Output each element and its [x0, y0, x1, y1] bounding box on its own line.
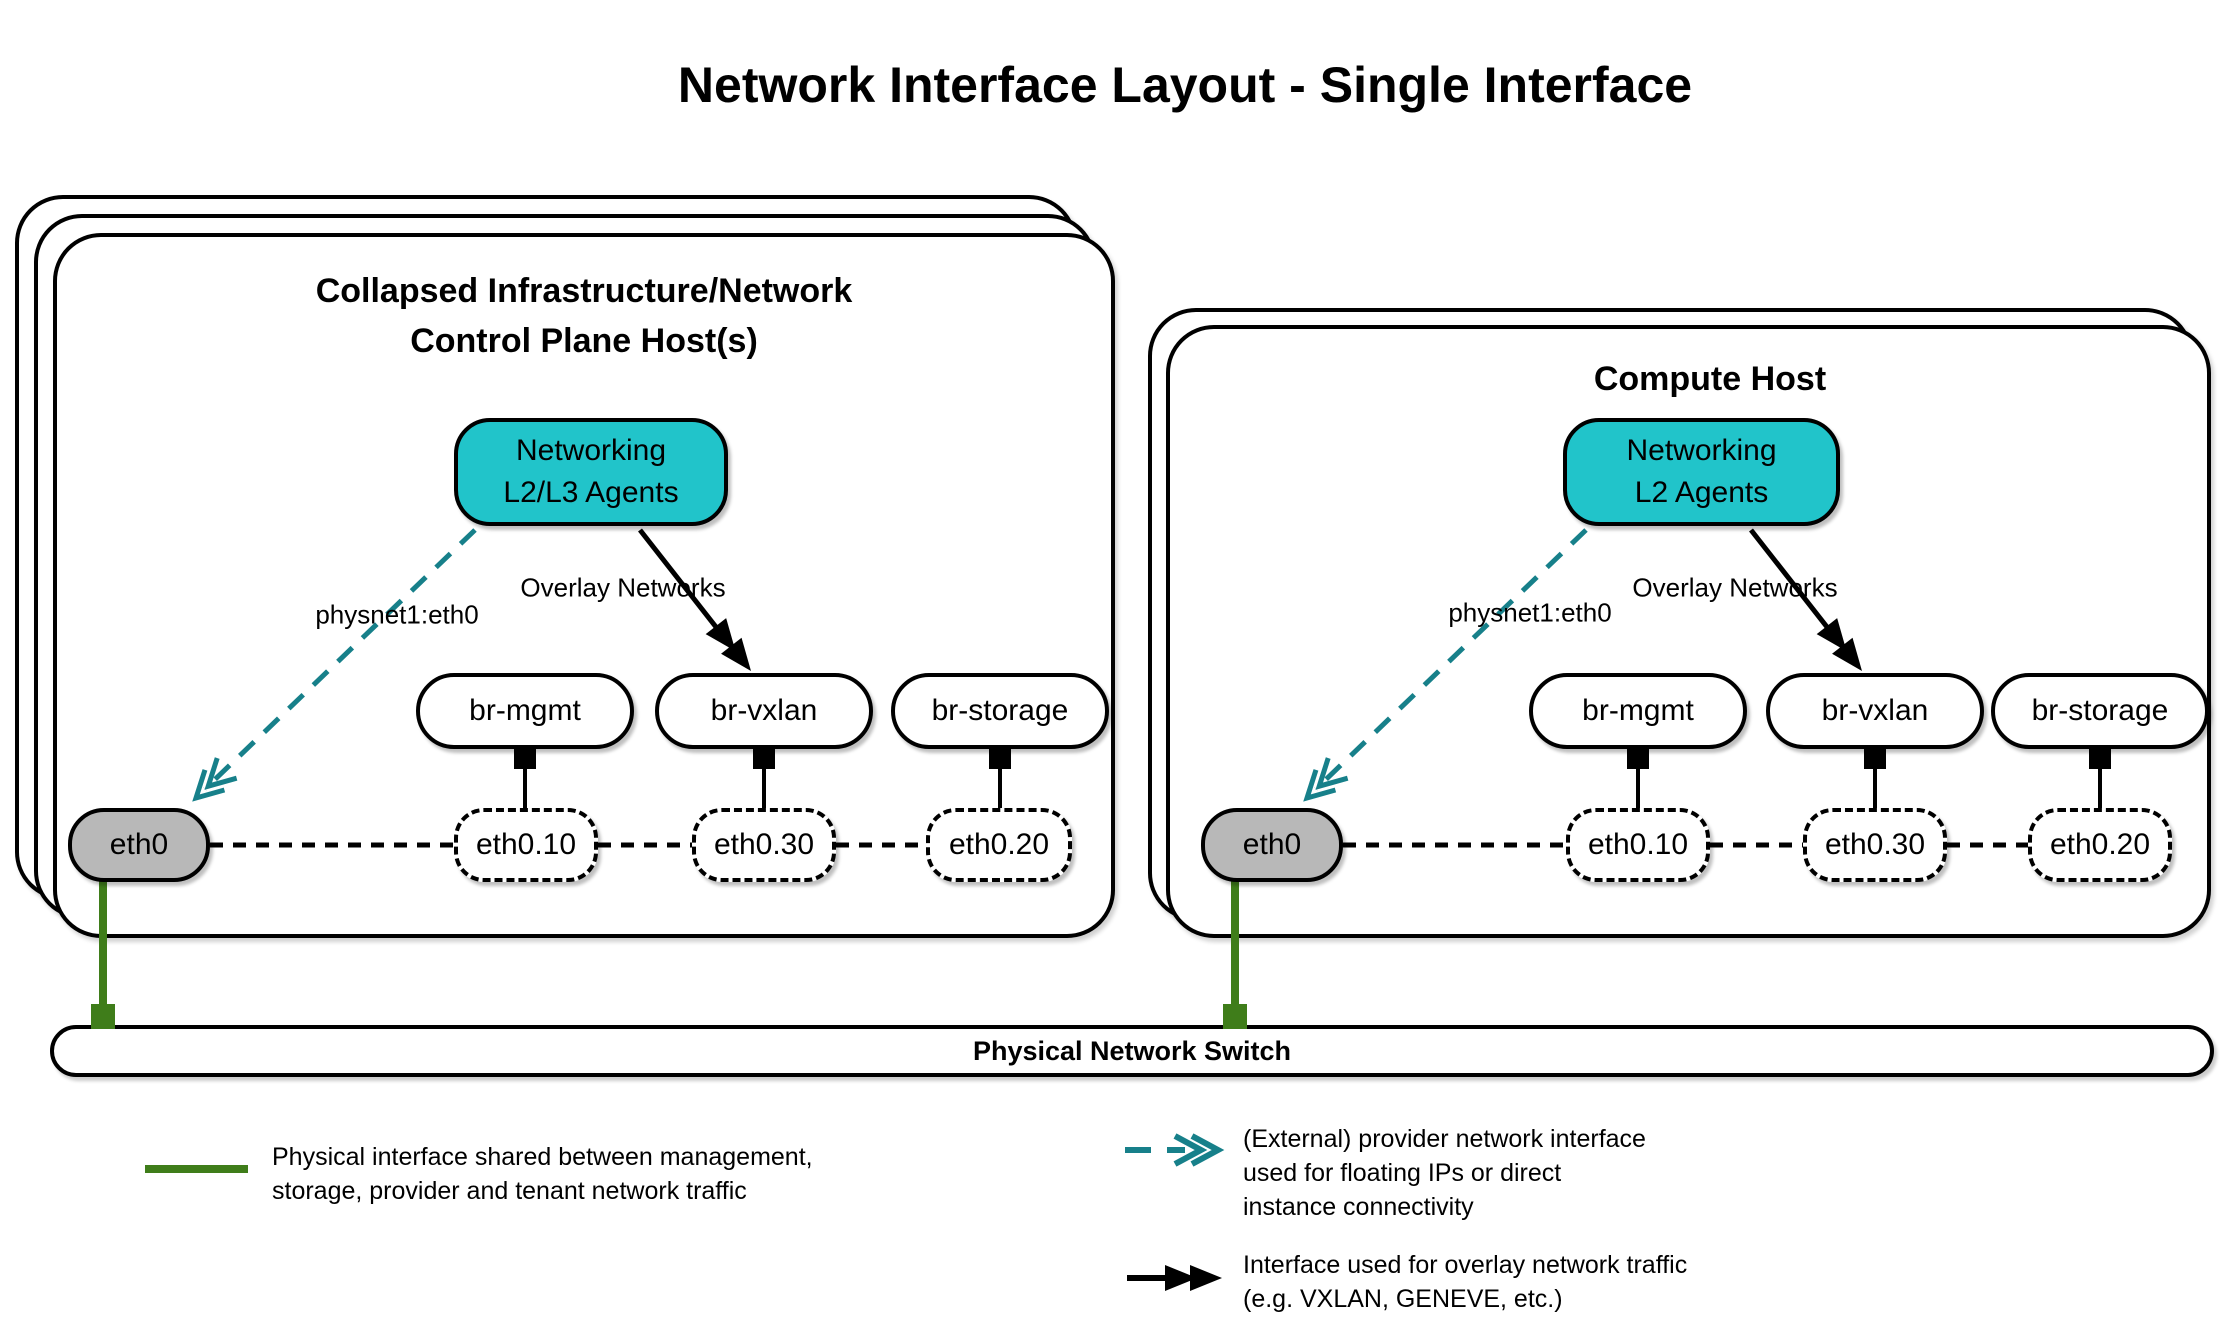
networking-agents-box-right: Networking L2 Agents [1563, 418, 1840, 526]
legend-provider-line3: instance connectivity [1243, 1193, 1474, 1221]
vlan-pill-eth0-30-right: eth0.30 [1803, 808, 1947, 882]
physical-network-switch-label: Physical Network Switch [972, 1035, 1292, 1066]
eth0-pill-left: eth0 [68, 808, 210, 882]
legend-provider-text: (External) provider network interface us… [1243, 1122, 1646, 1224]
physical-network-switch-bar: Physical Network Switch [50, 1025, 2214, 1077]
networking-agents-right-line2: L2 Agents [1634, 476, 1769, 509]
legend-provider-line1: (External) provider network interface [1243, 1125, 1646, 1153]
control-plane-host-title: Collapsed Infrastructure/Network Control… [316, 266, 853, 366]
networking-agents-right-line1: Networking [1626, 434, 1777, 467]
control-plane-host-title-line1: Collapsed Infrastructure/Network [315, 272, 853, 310]
bridge-pill-br-mgmt-right: br-mgmt [1529, 673, 1747, 749]
page-title: Network Interface Layout - Single Interf… [677, 57, 1693, 113]
networking-agents-left-line2: L2/L3 Agents [503, 476, 679, 509]
eth0-pill-right: eth0 [1201, 808, 1343, 882]
compute-host-title-line1: Compute Host [1593, 360, 1827, 398]
control-plane-host-title-line2: Control Plane Host(s) [410, 322, 758, 360]
vlan-pill-eth0-10-left: eth0.10 [454, 808, 598, 882]
bridge-pill-br-vxlan-right: br-vxlan [1766, 673, 1984, 749]
legend-provider-arrow-sample [1125, 1133, 1225, 1167]
provider-network-label-left: physnet1:eth0 [315, 599, 479, 630]
legend-physical-text: Physical interface shared between manage… [272, 1140, 813, 1208]
vlan-pill-eth0-10-right: eth0.10 [1566, 808, 1710, 882]
networking-agents-box-left: Networking L2/L3 Agents [454, 418, 728, 526]
overlay-networks-label-right: Overlay Networks [1632, 572, 1838, 603]
legend-overlay-line2: (e.g. VXLAN, GENEVE, etc.) [1243, 1285, 1563, 1313]
vlan-pill-eth0-20-left: eth0.20 [926, 808, 1072, 882]
vlan-pill-eth0-30-left: eth0.30 [692, 808, 836, 882]
legend-physical-line2: storage, provider and tenant network tra… [272, 1177, 747, 1205]
bridge-pill-br-vxlan-left: br-vxlan [655, 673, 873, 749]
legend-overlay-text: Interface used for overlay network traff… [1243, 1248, 1687, 1316]
compute-host-title: Compute Host [1594, 354, 1826, 404]
bridge-pill-br-mgmt-left: br-mgmt [416, 673, 634, 749]
provider-network-label-right: physnet1:eth0 [1448, 597, 1612, 628]
legend-physical-line1: Physical interface shared between manage… [272, 1143, 813, 1171]
bridge-pill-br-storage-left: br-storage [891, 673, 1109, 749]
overlay-networks-label-left: Overlay Networks [520, 572, 726, 603]
legend-overlay-arrow-sample [1127, 1265, 1222, 1291]
legend-overlay-line1: Interface used for overlay network traff… [1243, 1251, 1688, 1279]
vlan-pill-eth0-20-right: eth0.20 [2028, 808, 2172, 882]
legend-provider-line2: used for floating IPs or direct [1243, 1159, 1562, 1187]
bridge-pill-br-storage-right: br-storage [1991, 673, 2209, 749]
networking-agents-left-line1: Networking [515, 434, 667, 467]
